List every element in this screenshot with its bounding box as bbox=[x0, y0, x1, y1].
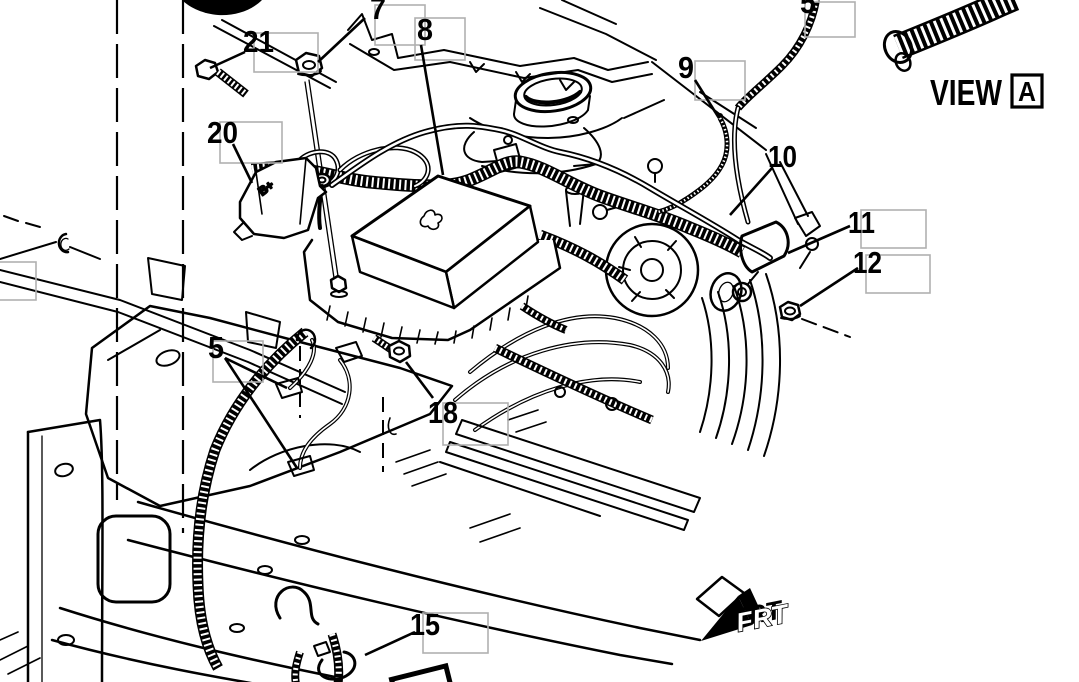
callout-box-20[interactable] bbox=[219, 121, 283, 164]
battery-cables-art bbox=[192, 327, 363, 682]
callout-hotspots bbox=[0, 1, 931, 654]
callout-box-5-left[interactable] bbox=[212, 340, 264, 383]
callout-labels: 21 7 8 20 5 9 10 11 12 5 18 15 bbox=[207, 0, 882, 642]
callout-label-11: 11 bbox=[848, 205, 875, 240]
callout-label-7: 7 bbox=[370, 0, 386, 26]
reservoir-art bbox=[463, 70, 623, 175]
view-letter-box bbox=[1010, 73, 1044, 109]
callout-label-21: 21 bbox=[243, 24, 274, 59]
callout-label-20: 20 bbox=[207, 115, 238, 150]
callout-box-5-top[interactable] bbox=[804, 1, 856, 38]
callout-label-10: 10 bbox=[768, 139, 797, 174]
callout-label-5-top: 5 bbox=[800, 0, 816, 20]
bottom-view-tag bbox=[388, 662, 460, 682]
callout-label-8: 8 bbox=[417, 12, 433, 47]
bolt-21 bbox=[194, 58, 249, 98]
view-letter: A bbox=[1018, 76, 1036, 107]
callout-label-9: 9 bbox=[678, 50, 694, 85]
callout-box-left-partial[interactable] bbox=[0, 261, 37, 301]
harness-conduit-art bbox=[250, 0, 820, 285]
callout-box-15[interactable] bbox=[422, 612, 489, 654]
frame-art bbox=[0, 215, 702, 682]
callout-box-8[interactable] bbox=[414, 17, 466, 61]
callout-label-15: 15 bbox=[410, 607, 440, 642]
battery-positive-cover-art: B+ bbox=[233, 156, 328, 241]
callout-label-12: 12 bbox=[853, 245, 882, 280]
cable-10-art bbox=[329, 122, 790, 303]
callout-box-21[interactable] bbox=[253, 32, 319, 73]
nut-12 bbox=[778, 300, 851, 338]
fuse-block-art bbox=[297, 79, 562, 345]
frt-marker: FRT FRT bbox=[695, 575, 793, 641]
view-label: VIEW A bbox=[930, 72, 1044, 113]
nut-7 bbox=[294, 51, 324, 78]
bolt-18 bbox=[371, 334, 412, 364]
corrugated-hose-art bbox=[882, 0, 1020, 72]
view-word: VIEW bbox=[930, 72, 1002, 113]
callout-label-5-left: 5 bbox=[208, 330, 224, 365]
radiator-support-art bbox=[182, 0, 809, 225]
leader-lines bbox=[209, 17, 859, 657]
callout-box-7[interactable] bbox=[374, 4, 426, 46]
callout-box-11[interactable] bbox=[860, 209, 927, 249]
fasteners-art bbox=[194, 51, 851, 364]
callout-box-18[interactable] bbox=[442, 402, 509, 446]
callout-label-18: 18 bbox=[428, 395, 458, 430]
callout-box-12[interactable] bbox=[865, 254, 931, 294]
